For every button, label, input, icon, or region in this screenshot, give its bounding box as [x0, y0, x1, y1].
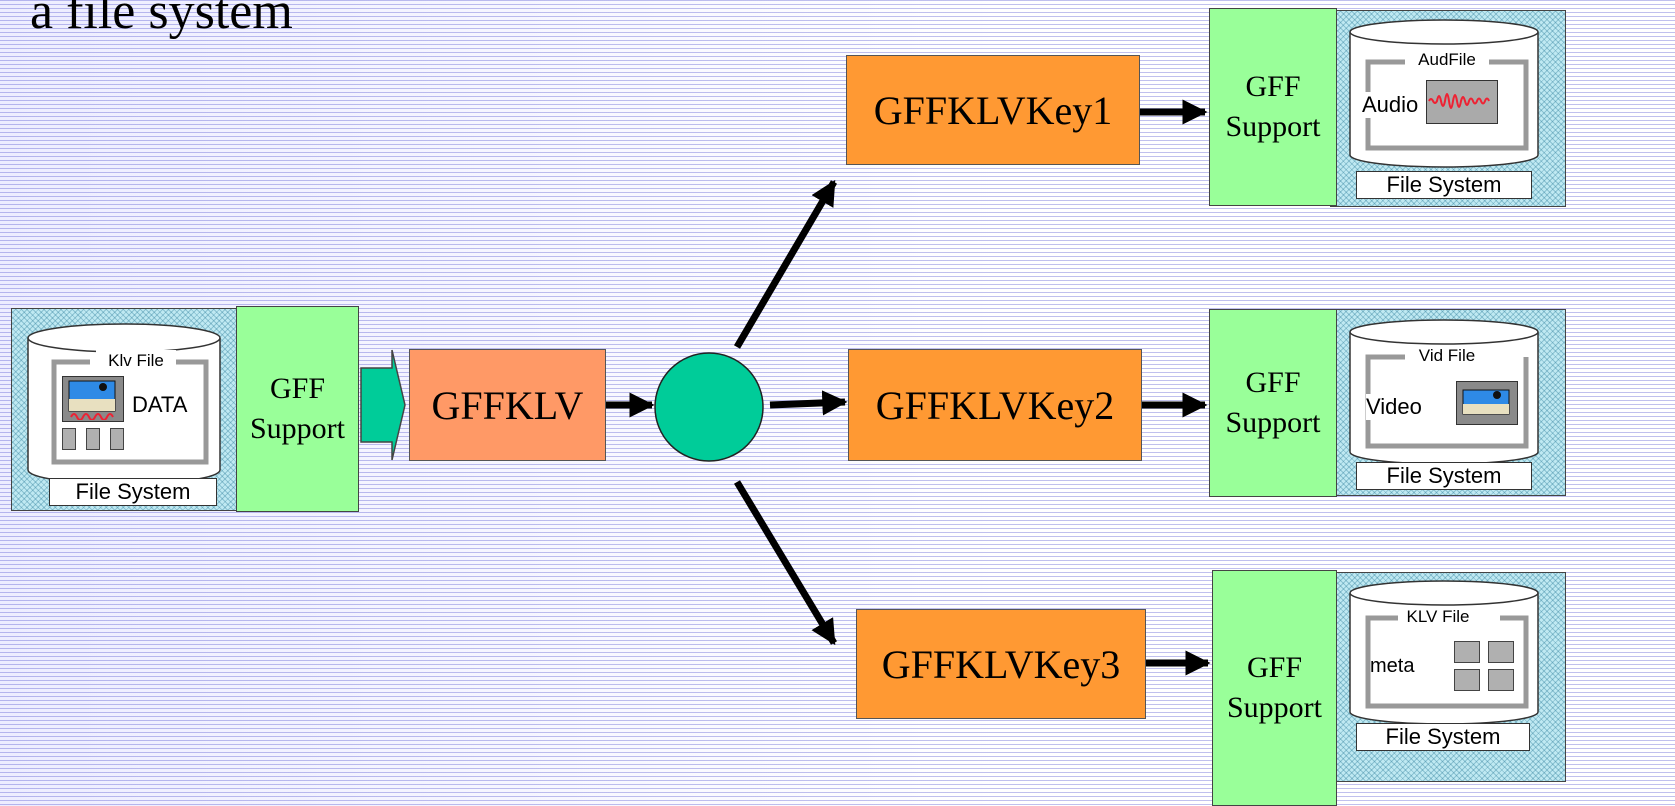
key3-cylinder	[1349, 580, 1539, 725]
gff-line1: GFF	[1245, 69, 1301, 103]
data-block-icon	[86, 428, 100, 450]
block-arrow	[360, 349, 406, 461]
source-fs-label: File System	[49, 478, 217, 506]
video-picture-icon	[1456, 381, 1518, 425]
gff-line1: GFF	[1245, 365, 1301, 399]
key2-gff-support: GFF Support	[1209, 309, 1337, 497]
key3-gff-support: GFF Support	[1212, 570, 1337, 806]
key1-box: GFFKLVKey1	[846, 55, 1140, 165]
audio-waveform-icon	[1426, 80, 1498, 124]
key1-gff-support: GFF Support	[1209, 8, 1337, 206]
key2-box: GFFKLVKey2	[848, 349, 1142, 461]
slide-title: a file system	[30, 0, 293, 40]
key3-box: GFFKLVKey3	[856, 609, 1146, 719]
hub-circle	[654, 352, 764, 462]
arrow-hub-to-key1	[733, 179, 838, 349]
gff-line2: Support	[1225, 406, 1321, 439]
gffklv-box: GFFKLV	[409, 349, 606, 461]
arrow-hub-to-key3	[734, 480, 837, 646]
picture-icon	[62, 376, 124, 422]
source-gff-support: GFF Support	[236, 306, 359, 512]
data-block-icon	[110, 428, 124, 450]
key1-content-label: Audio	[1362, 92, 1419, 118]
key1-file-label: AudFile	[1405, 49, 1489, 71]
meta-block-icon	[1488, 669, 1514, 691]
arrow-hub-to-key2	[769, 390, 848, 416]
gff-line2: Support	[1226, 691, 1322, 724]
meta-block-icon	[1454, 669, 1480, 691]
source-file-label: Klv File	[96, 350, 176, 372]
key3-fs-label: File System	[1356, 723, 1530, 751]
data-block-icon	[62, 428, 76, 450]
source-data-label: DATA	[132, 392, 188, 417]
meta-block-icon	[1454, 641, 1480, 663]
gff-line2: Support	[1225, 110, 1321, 143]
key1-fs-label: File System	[1356, 171, 1532, 199]
key2-fs-label: File System	[1356, 462, 1532, 490]
gff-line2: Support	[249, 412, 345, 445]
gff-line1: GFF	[1246, 650, 1303, 684]
key3-content-label: meta	[1370, 655, 1415, 677]
key3-file-label: KLV File	[1398, 606, 1478, 628]
key2-file-label: Vid File	[1405, 345, 1489, 367]
key2-cylinder	[1349, 319, 1539, 465]
key2-content-label: Video	[1366, 394, 1422, 420]
meta-block-icon	[1488, 641, 1514, 663]
gff-line1: GFF	[269, 371, 326, 405]
